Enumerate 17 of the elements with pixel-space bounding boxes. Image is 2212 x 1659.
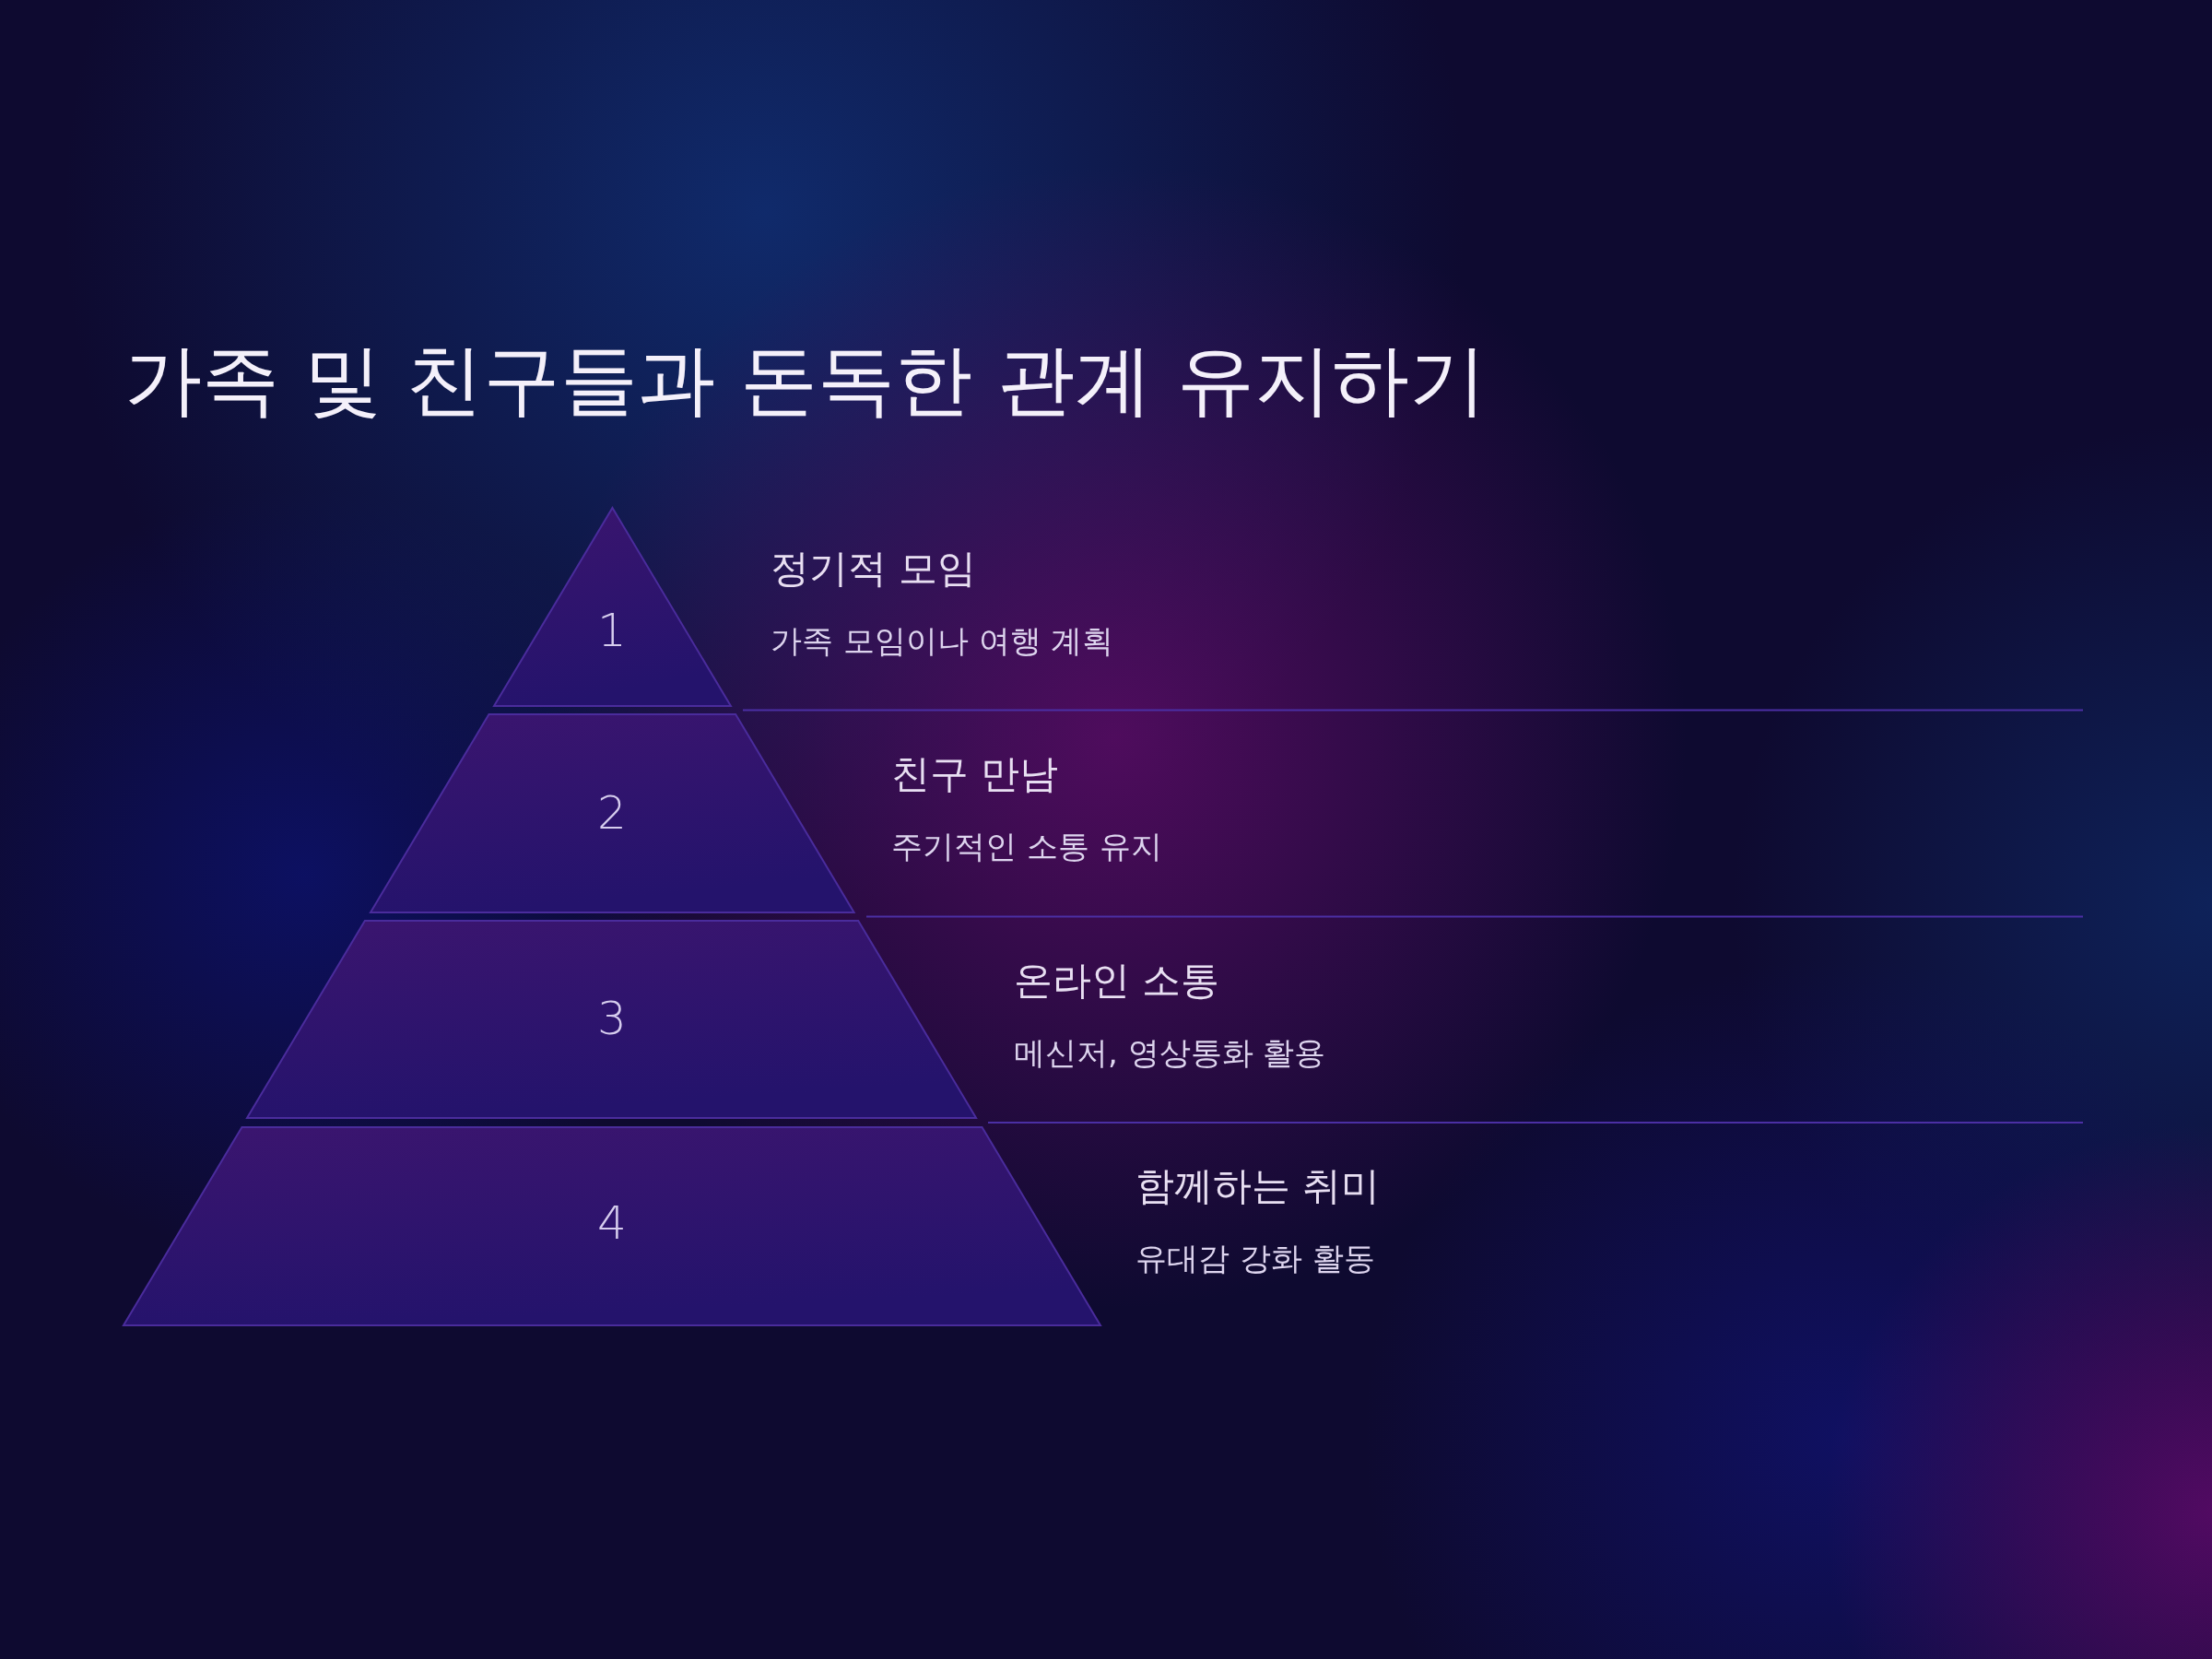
tier-heading: 함께하는 취미 — [1135, 1162, 1381, 1210]
tier-heading: 온라인 소통 — [1014, 957, 1220, 1005]
tier-number: 1 — [597, 607, 627, 653]
tier-heading: 친구 만남 — [891, 750, 1059, 798]
pyramid-tier — [370, 714, 854, 912]
tier-description: 유대감 강화 활동 — [1135, 1239, 1375, 1277]
pyramid-tier — [247, 921, 977, 1118]
tier-description: 가족 모임이나 여행 계획 — [771, 621, 1114, 660]
tier-description: 주기적인 소통 유지 — [891, 827, 1162, 865]
tier-number: 2 — [597, 790, 627, 836]
tier-number: 4 — [597, 1200, 627, 1246]
pyramid-tier — [493, 508, 731, 706]
page-title: 가족 및 친구들과 돈독한 관계 유지하기 — [124, 335, 1487, 425]
pyramid-tier — [124, 1127, 1100, 1325]
tier-description: 메신저, 영상통화 활용 — [1014, 1033, 1326, 1072]
tier-heading: 정기적 모임 — [771, 545, 977, 593]
tier-number: 3 — [597, 995, 627, 1041]
